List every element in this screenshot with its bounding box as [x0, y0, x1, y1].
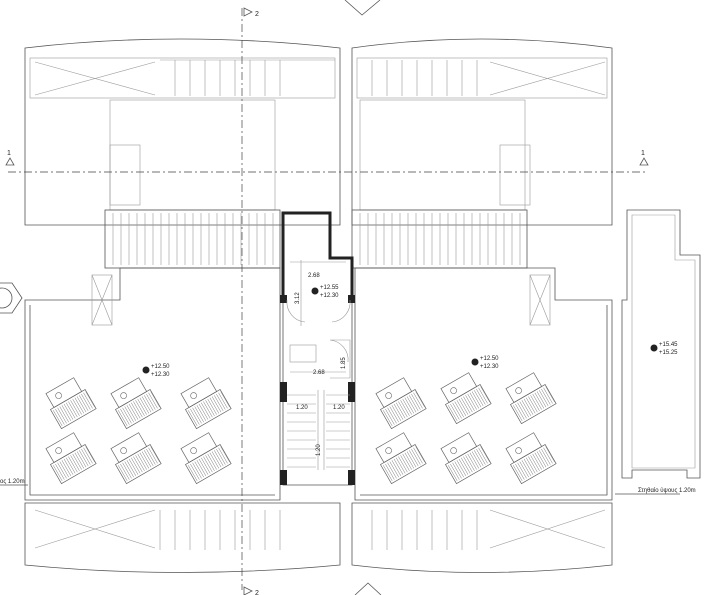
- solar-panel: [110, 377, 162, 430]
- svg-text:2: 2: [255, 11, 259, 18]
- svg-text:1: 1: [7, 150, 11, 157]
- svg-text:1.85: 1.85: [341, 357, 347, 369]
- svg-text:ος 1.20m: ος 1.20m: [0, 479, 25, 485]
- svg-text:+12.30: +12.30: [151, 372, 170, 378]
- entrance-marker-left: [0, 282, 23, 314]
- solar-panel: [45, 377, 97, 430]
- balcony-railing-right: [351, 209, 528, 269]
- north-arrow-top: [344, 0, 381, 16]
- solar-panel: [180, 432, 232, 485]
- svg-text:+12.55: +12.55: [320, 285, 339, 291]
- level-symbol-icon: [311, 287, 319, 295]
- svg-text:+12.50: +12.50: [151, 364, 170, 370]
- svg-text:Στηθαίο ύψους 1.20m: Στηθαίο ύψους 1.20m: [638, 488, 696, 494]
- top-building-right: [351, 38, 613, 226]
- solar-panel: [440, 372, 492, 425]
- svg-text:2: 2: [255, 590, 259, 595]
- svg-text:1.20: 1.20: [296, 405, 308, 411]
- top-building-left: [24, 38, 341, 226]
- bottom-building-right: [351, 502, 613, 573]
- core-dimensions: 2.68 3.12 +12.55 +12.30 2.68 1.85 1.20 1…: [295, 273, 347, 456]
- svg-text:3.12: 3.12: [295, 292, 301, 304]
- level-label-right-terrace: +12.50 +12.30: [471, 356, 499, 370]
- parapet-note-right: Στηθαίο ύψους 1.20m: [615, 488, 696, 495]
- level-label-left-terrace: +12.50 +12.30: [142, 364, 170, 378]
- svg-text:1: 1: [641, 150, 645, 157]
- level-label-right-roof: +15.45 +15.25: [650, 342, 678, 356]
- svg-text:+12.30: +12.30: [480, 364, 499, 370]
- svg-text:+12.50: +12.50: [480, 356, 499, 362]
- section-marker-2-bottom: 2: [243, 586, 259, 595]
- solar-panel-group: [45, 372, 557, 485]
- terrace-right: [354, 267, 613, 501]
- svg-text:1.20: 1.20: [316, 444, 322, 456]
- solar-panel: [505, 432, 557, 485]
- parapet-note-left: ος 1.20m: [0, 479, 28, 486]
- section-marker-1-right: 1: [639, 150, 649, 166]
- solar-panel: [110, 432, 162, 485]
- roof-block-right: [621, 209, 701, 479]
- svg-text:+15.45: +15.45: [659, 342, 678, 348]
- terrace-left: [24, 267, 281, 501]
- solar-panel: [505, 372, 557, 425]
- solar-panel: [45, 432, 97, 485]
- solar-panel: [375, 377, 427, 430]
- stair-core: [280, 211, 355, 486]
- svg-text:2.68: 2.68: [308, 273, 320, 279]
- solar-panel: [440, 432, 492, 485]
- svg-text:1.20: 1.20: [333, 405, 345, 411]
- section-marker-2-top: 2: [243, 7, 259, 18]
- balcony-railing-left: [104, 209, 281, 269]
- north-arrow-bottom: [354, 582, 382, 595]
- solar-panel: [180, 377, 232, 430]
- svg-text:+12.30: +12.30: [320, 293, 339, 299]
- section-marker-1-left: 1: [5, 150, 15, 166]
- svg-text:2.68: 2.68: [313, 370, 325, 376]
- bottom-building-left: [24, 502, 341, 573]
- svg-text:+15.25: +15.25: [659, 350, 678, 356]
- solar-panel: [375, 432, 427, 485]
